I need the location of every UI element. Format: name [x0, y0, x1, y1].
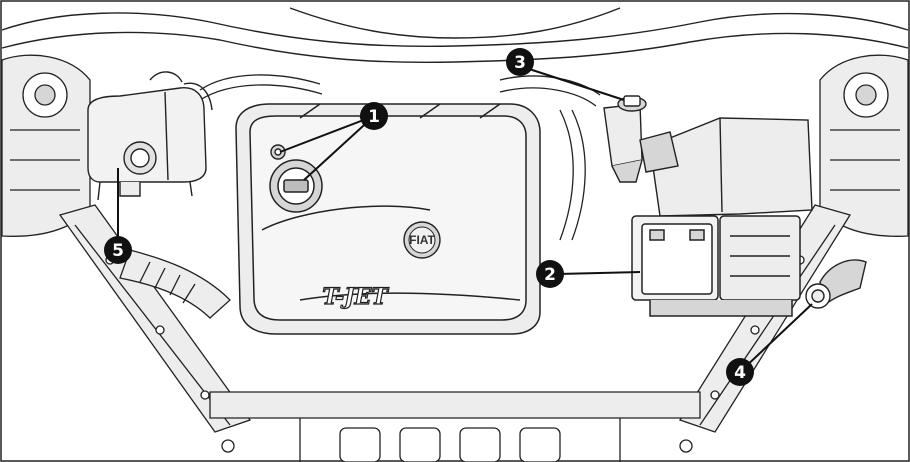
callout-3-circle — [506, 48, 534, 76]
hood-outline — [1, 7, 909, 64]
leader-line-1a — [279, 115, 375, 153]
callout-5-circle — [104, 236, 132, 264]
callout-3: 3 — [506, 48, 534, 76]
leader-line-3 — [519, 65, 625, 101]
dipstick-handle — [270, 144, 286, 160]
fiat-badge: FIAT — [403, 221, 441, 259]
lower-crossmember — [209, 391, 701, 462]
leader-line-4 — [741, 303, 813, 371]
oil-filler-cap — [269, 159, 323, 213]
intake-hose — [119, 249, 231, 319]
fiat-badge-text: FIAT — [409, 233, 435, 247]
washer-fluid-cap — [805, 259, 867, 309]
callout-2-label: 2 — [544, 265, 556, 285]
coolant-expansion-tank — [87, 71, 213, 201]
right-diagonal-brace — [679, 204, 852, 433]
leader-line-1b — [303, 115, 375, 181]
callout-1-circle — [360, 102, 388, 130]
callout-4: 4 — [726, 358, 754, 386]
right-strut-tower — [819, 54, 909, 237]
brake-fluid-reservoir — [603, 95, 647, 183]
callout-5: 5 — [104, 236, 132, 264]
battery — [631, 215, 801, 317]
leader-line-2 — [557, 271, 641, 275]
callout-1: 1 — [360, 102, 388, 130]
leader-lines — [117, 65, 813, 371]
callout-2: 2 — [536, 260, 564, 288]
engine-cover — [235, 103, 541, 335]
callout-1-label: 1 — [368, 107, 380, 127]
callout-5-label: 5 — [112, 241, 124, 261]
callout-3-label: 3 — [514, 53, 526, 73]
callout-4-circle — [726, 358, 754, 386]
callout-4-label: 4 — [734, 363, 746, 383]
tjet-logo: T-JET — [322, 284, 389, 310]
left-strut-tower — [1, 54, 91, 237]
callout-2-circle — [536, 260, 564, 288]
air-filter-housing — [639, 117, 813, 217]
